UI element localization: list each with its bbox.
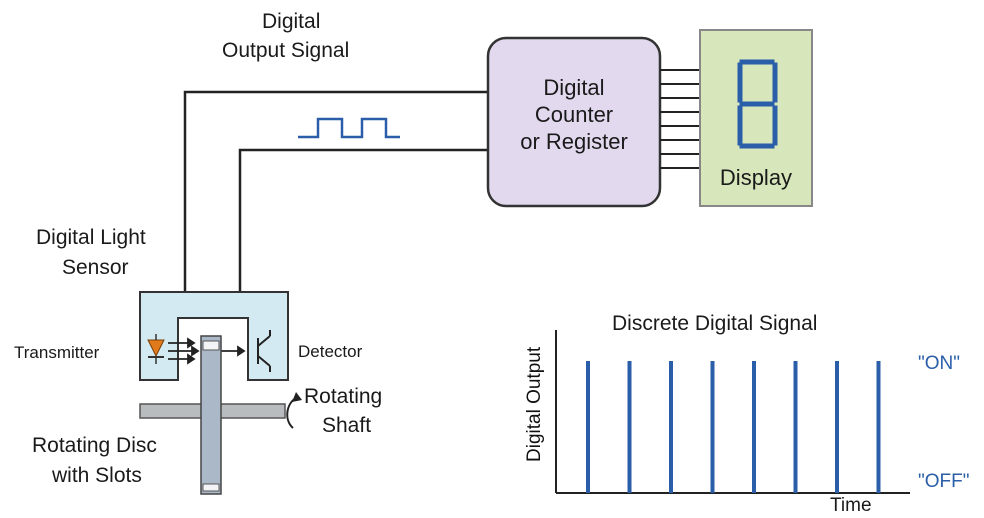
signal-pulse <box>835 361 839 493</box>
signal-pulse <box>669 361 673 493</box>
signal-pulse <box>752 361 756 493</box>
off-level-label: "OFF" <box>918 471 970 492</box>
square-wave-icon <box>298 117 400 139</box>
rotating-shaft-label-line2: Shaft <box>322 414 372 437</box>
rotating-disc <box>200 335 222 495</box>
light-sensor-label-line1: Digital Light <box>36 226 146 249</box>
signal-pulse <box>627 361 632 493</box>
data-bus <box>660 69 700 169</box>
signal-pulse <box>793 361 798 493</box>
signal-pulse <box>876 361 881 493</box>
counter-label-line2: Counter <box>534 102 614 127</box>
pulse-group <box>586 361 881 493</box>
rotation-arrowhead <box>292 392 302 402</box>
signal-plot <box>555 330 910 494</box>
light-sensor-label-line2: Sensor <box>62 256 129 279</box>
on-level-label: "ON" <box>918 353 960 374</box>
light-sensor-body <box>139 291 289 381</box>
display-box <box>699 29 813 207</box>
plot-title: Discrete Digital Signal <box>612 312 818 335</box>
signal-pulse <box>710 361 715 493</box>
counter-label: Digital Counter or Register <box>488 74 660 155</box>
seven-segment-digit-icon <box>737 59 778 149</box>
rotation-arrow-icon <box>286 397 297 429</box>
detector-label: Detector <box>298 342 363 361</box>
counter-label-line1: Digital <box>543 75 605 100</box>
disc-slot-top <box>202 340 220 351</box>
plot-x-label: Time <box>830 495 872 516</box>
disc-label-line2: with Slots <box>52 464 142 487</box>
counter-box <box>486 36 662 208</box>
disc-label-line1: Rotating Disc <box>32 434 157 457</box>
display-label: Display <box>719 165 793 190</box>
transmitter-diode-icon <box>147 334 165 364</box>
signal-pulse <box>586 361 590 493</box>
detector-transistor-icon <box>257 330 271 372</box>
transmitter-label: Transmitter <box>14 343 100 362</box>
disc-slot-bottom <box>202 483 220 492</box>
output-signal-label-line1: Digital <box>262 10 321 33</box>
light-beam-arrows <box>168 337 246 365</box>
output-wire-upper <box>183 90 488 292</box>
counter-label-line3: or Register <box>520 129 628 154</box>
plot-y-label: Digital Output <box>524 346 545 462</box>
output-signal-label-line2: Output Signal <box>222 39 350 62</box>
rotating-shaft-label-line1: Rotating <box>304 385 383 408</box>
output-wire-lower <box>238 148 488 292</box>
